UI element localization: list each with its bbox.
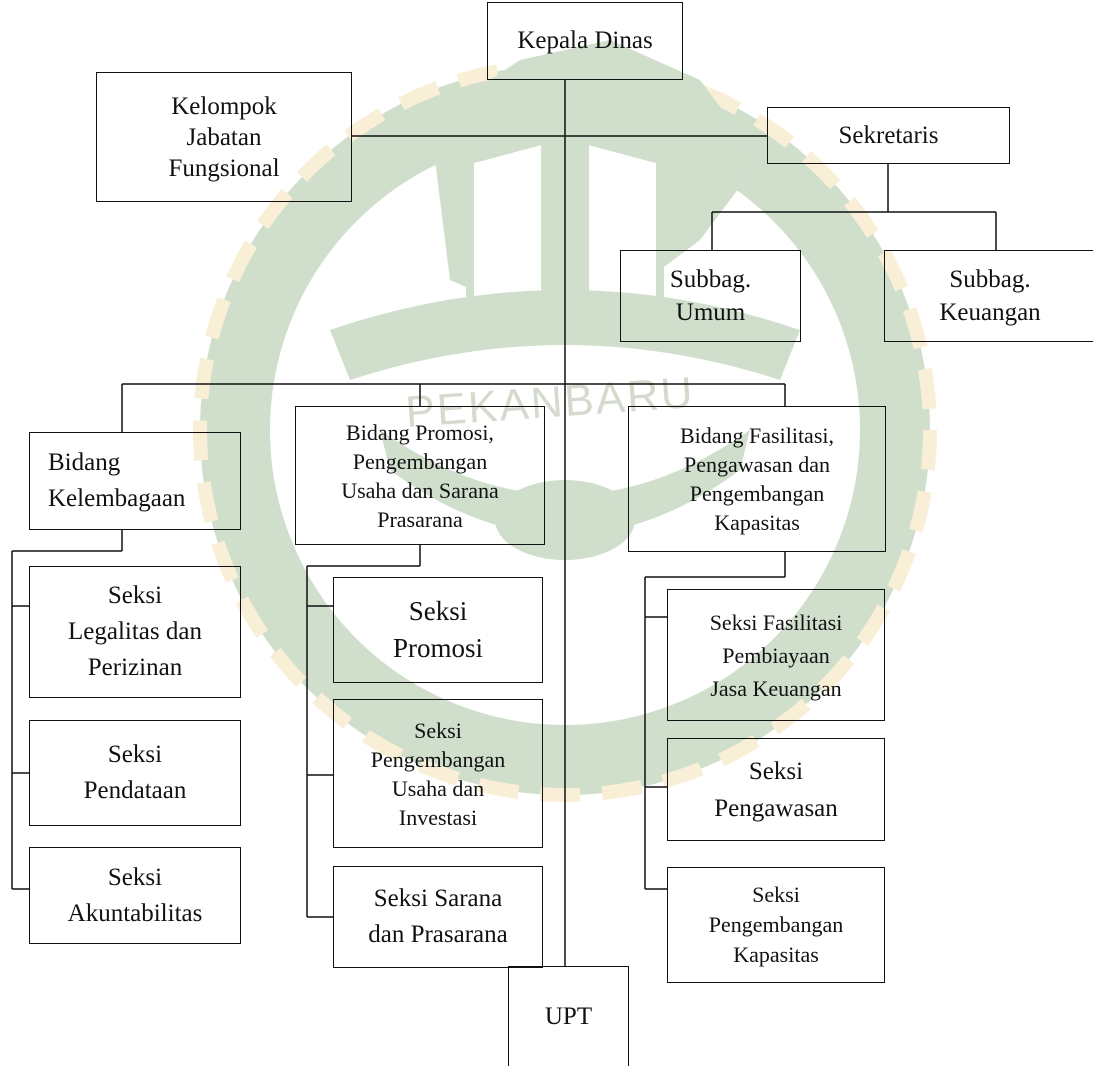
seksi-pengawasan-label: Seksi Pengawasan: [714, 757, 838, 822]
seksi-akuntabilitas-box: Seksi Akuntabilitas: [29, 847, 241, 944]
dept-fasilitasi-label: Bidang Fasilitasi, Pengawasan dan Pengem…: [680, 423, 834, 535]
upt-box: UPT: [508, 966, 629, 1066]
seksi-promosi-box: Seksi Promosi: [333, 577, 543, 683]
seksi-legalitas-label: Seksi Legalitas dan Perizinan: [68, 582, 202, 681]
functional-group-label: Kelompok Jabatan Fungsional: [168, 92, 280, 182]
seksi-kapasitas-label: Seksi Pengembangan Kapasitas: [708, 882, 844, 967]
kepala-dinas-label: Kepala Dinas: [517, 27, 653, 54]
subbag-umum-box: Subbag. Umum: [620, 250, 801, 342]
subbag-umum-label: Subbag. Umum: [669, 266, 752, 326]
seksi-fasilitasi-box: Seksi Fasilitasi Pembiayaan Jasa Keuanga…: [667, 589, 885, 721]
seksi-sarana-label: Seksi Sarana dan Prasarana: [368, 885, 508, 948]
dept-fasilitasi-box: Bidang Fasilitasi, Pengawasan dan Pengem…: [628, 406, 886, 552]
seksi-pengembangan-usaha-label: Seksi Pengembangan Usaha dan Investasi: [370, 717, 506, 830]
seksi-legalitas-box: Seksi Legalitas dan Perizinan: [29, 566, 241, 698]
seksi-kapasitas-box: Seksi Pengembangan Kapasitas: [667, 867, 885, 983]
subbag-keuangan-box: Subbag. Keuangan: [884, 250, 1093, 342]
dept-kelembagaan-label: Bidang Kelembagaan: [48, 449, 186, 512]
secretary-box: Sekretaris: [767, 107, 1010, 164]
seksi-pendataan-label: Seksi Pendataan: [83, 741, 187, 804]
kepala-dinas-box: Kepala Dinas: [487, 2, 683, 80]
subbag-keuangan-label: Subbag. Keuangan: [939, 266, 1041, 326]
seksi-sarana-box: Seksi Sarana dan Prasarana: [333, 866, 543, 968]
seksi-promosi-label: Seksi Promosi: [392, 596, 484, 663]
seksi-pengawasan-box: Seksi Pengawasan: [667, 738, 885, 841]
seksi-pendataan-box: Seksi Pendataan: [29, 720, 241, 826]
seksi-pengembangan-usaha-box: Seksi Pengembangan Usaha dan Investasi: [333, 699, 543, 848]
secretary-label: Sekretaris: [838, 121, 939, 149]
seksi-fasilitasi-label: Seksi Fasilitasi Pembiayaan Jasa Keuanga…: [709, 609, 843, 701]
dept-promosi-box: Bidang Promosi, Pengembangan Usaha dan S…: [295, 406, 545, 545]
dept-promosi-label: Bidang Promosi, Pengembangan Usaha dan S…: [341, 420, 499, 532]
functional-group-box: Kelompok Jabatan Fungsional: [96, 72, 352, 202]
upt-label: UPT: [544, 1002, 593, 1030]
dept-kelembagaan-box: Bidang Kelembagaan: [29, 432, 241, 530]
seksi-akuntabilitas-label: Seksi Akuntabilitas: [67, 863, 203, 927]
